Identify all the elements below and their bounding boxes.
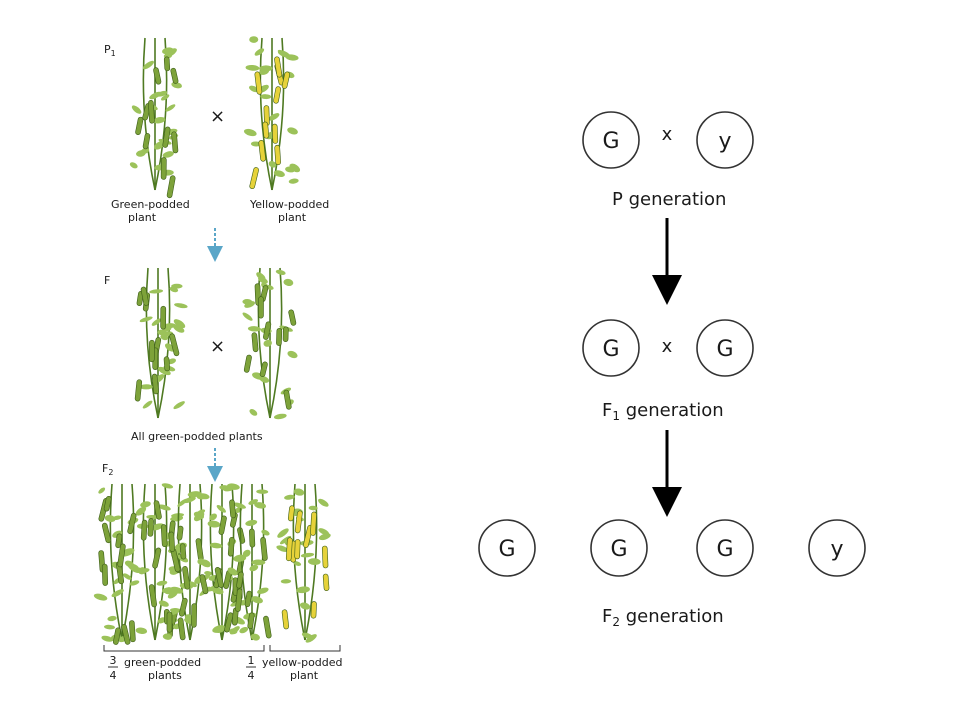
three-quarters-fraction: 3 4	[108, 654, 118, 682]
allele-circle: y	[696, 111, 754, 169]
yellow-podded-plant-caption: yellow-podded plant	[262, 656, 346, 682]
allele-circle: G	[696, 319, 754, 377]
green-podded-caption: Green-podded plant	[111, 198, 193, 224]
yellow-podded-plant-illustration	[243, 36, 301, 191]
f1-green-plant-left-illustration	[134, 267, 188, 419]
svg-text:G: G	[602, 129, 619, 154]
cross-symbol: x	[662, 124, 673, 145]
allele-circle: G	[696, 519, 754, 577]
svg-text:1: 1	[248, 654, 255, 667]
svg-text:4: 4	[248, 669, 255, 682]
p-generation-label: P generation	[612, 189, 726, 210]
yellow-bracket	[269, 645, 341, 652]
svg-text:G: G	[610, 537, 627, 562]
svg-text:3: 3	[110, 654, 117, 667]
svg-text:4: 4	[110, 669, 117, 682]
allele-circle: y	[808, 519, 866, 577]
one-quarter-fraction: 1 4	[246, 654, 256, 682]
f2-green-plants-illustration	[93, 483, 272, 645]
svg-text:G: G	[716, 537, 733, 562]
svg-text:G: G	[716, 337, 733, 362]
f2-generation-label: F2 generation	[602, 606, 724, 629]
svg-text:y: y	[830, 537, 843, 562]
f2-label: F2	[102, 462, 113, 477]
allele-circle: G	[582, 111, 640, 169]
f1-green-plant-right-illustration	[242, 267, 298, 420]
allele-circle: G	[478, 519, 536, 577]
cross-symbol: x	[662, 336, 673, 357]
svg-text:G: G	[498, 537, 515, 562]
f2-yellow-plant-illustration	[276, 483, 331, 643]
p1-label: P1	[104, 43, 116, 58]
green-podded-plant-illustration	[129, 37, 183, 199]
green-bracket	[103, 645, 265, 652]
yellow-podded-caption: Yellow-podded plant	[249, 198, 333, 224]
all-green-caption: All green-podded plants	[131, 430, 263, 443]
allele-circle: G	[582, 319, 640, 377]
cross-symbol: ×	[210, 106, 225, 127]
left-panel: P1 × Green-podded plant Yellow-podded pl…	[93, 36, 346, 682]
f1-label: F	[104, 274, 110, 287]
cross-symbol: ×	[210, 336, 225, 357]
svg-text:y: y	[718, 129, 731, 154]
f1-generation-label: F1 generation	[602, 400, 724, 423]
right-panel: G x y P generation G x G F1 generation G…	[478, 111, 866, 629]
svg-text:G: G	[602, 337, 619, 362]
green-podded-plants-caption: green-podded plants	[124, 656, 205, 682]
allele-circle: G	[590, 519, 648, 577]
